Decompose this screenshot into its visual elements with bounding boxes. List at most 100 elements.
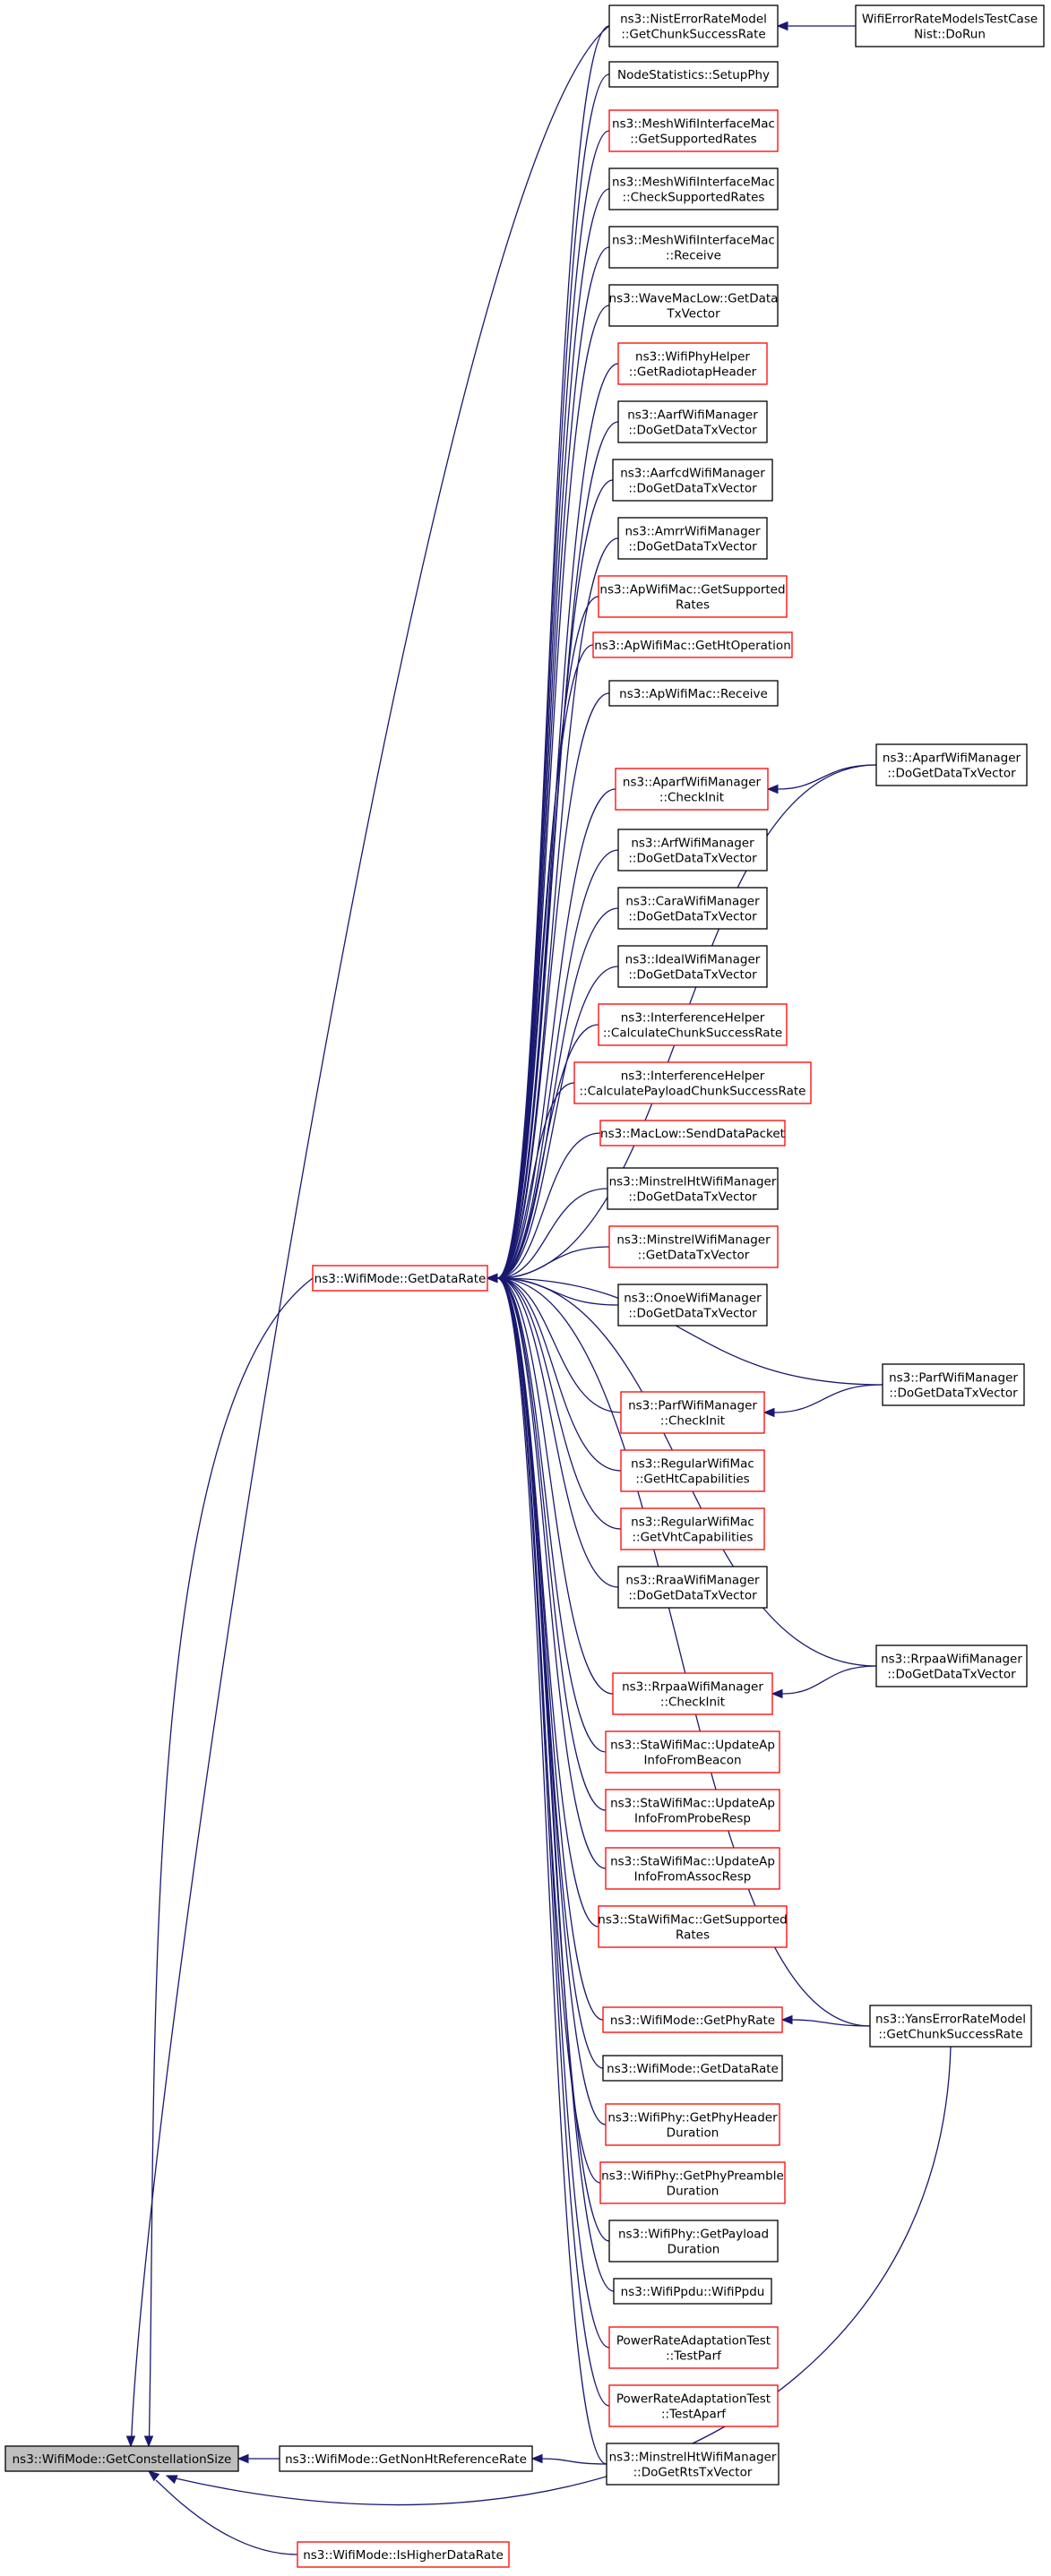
node-label: ns3::CaraWifiManager xyxy=(625,895,760,909)
node-sta4[interactable]: ns3::StaWifiMac::GetSupportedRates xyxy=(598,1905,788,1948)
node-label: ns3::RrpaaWifiManager xyxy=(881,1653,1022,1667)
node-ihcc[interactable]: ns3::InterferenceHelper::CalculateChunkS… xyxy=(598,1003,788,1046)
node-label: ::DoGetDataTxVector xyxy=(628,540,757,554)
node-aparfdo[interactable]: ns3::AparfWifiManager::DoGetDataTxVector xyxy=(875,743,1028,786)
node-label: ns3::ParfWifiManager xyxy=(628,1399,757,1413)
node-box xyxy=(620,1507,765,1550)
node-box xyxy=(608,226,779,269)
node-mesh3[interactable]: ns3::MeshWifiInterfaceMac::Receive xyxy=(608,226,779,269)
edge-nist-to-gcs xyxy=(125,25,610,2459)
node-sta2[interactable]: ns3::StaWifiMac::UpdateApInfoFromProbeRe… xyxy=(605,1789,780,1832)
node-regvht[interactable]: ns3::RegularWifiMac::GetVhtCapabilities xyxy=(620,1507,765,1550)
node-box xyxy=(620,1449,765,1492)
node-apsr[interactable]: ns3::ApWifiMac::GetSupportedRates xyxy=(598,575,788,618)
node-label: ns3::AparfWifiManager xyxy=(883,751,1021,766)
node-amrr[interactable]: ns3::AmrrWifiManager::DoGetDataTxVector xyxy=(617,517,768,560)
node-gnhtr[interactable]: ns3::WifiMode::GetNonHtReferenceRate xyxy=(279,2445,533,2472)
node-rrpaaci[interactable]: ns3::RrpaaWifiManager::CheckInit xyxy=(612,1672,773,1715)
node-gdr2[interactable]: ns3::WifiMode::GetDataRate xyxy=(602,2055,783,2082)
node-label: ::CalculatePayloadChunkSuccessRate xyxy=(579,1085,805,1099)
node-box xyxy=(617,829,768,872)
node-ppdu[interactable]: ns3::WifiPpdu::WifiPpdu xyxy=(613,2278,772,2305)
node-gphyrate[interactable]: ns3::WifiMode::GetPhyRate xyxy=(602,2006,783,2033)
node-label: ::DoGetDataTxVector xyxy=(889,1387,1018,1401)
node-label: ns3::StaWifiMac::UpdateAp xyxy=(610,1797,775,1811)
node-nist[interactable]: ns3::NistErrorRateModel::GetChunkSuccess… xyxy=(608,4,779,47)
node-box xyxy=(855,4,1045,47)
node-gdr[interactable]: ns3::WifiMode::GetDataRate xyxy=(312,1265,488,1292)
node-wave[interactable]: ns3::WaveMacLow::GetDataTxVector xyxy=(608,284,779,327)
node-box xyxy=(617,1566,768,1609)
node-minst[interactable]: ns3::MinstrelWifiManager::GetDataTxVecto… xyxy=(608,1225,779,1268)
node-label: ns3::WifiMode::GetNonHtReferenceRate xyxy=(285,2452,527,2467)
node-nodestats[interactable]: NodeStatistics::SetupPhy xyxy=(608,61,779,88)
node-prat2[interactable]: PowerRateAdaptationTest::TestAparf xyxy=(608,2384,779,2427)
node-mesh1[interactable]: ns3::MeshWifiInterfaceMac::GetSupportedR… xyxy=(608,109,779,152)
node-rrpaado[interactable]: ns3::RrpaaWifiManager::DoGetDataTxVector xyxy=(875,1644,1028,1687)
node-box xyxy=(608,2326,779,2369)
node-label: ns3::StaWifiMac::UpdateAp xyxy=(610,1855,775,1869)
node-label: ::CheckSupportedRates xyxy=(623,191,765,205)
node-label: ::TestParf xyxy=(666,2349,722,2364)
node-box xyxy=(617,945,768,988)
node-parfdo[interactable]: ns3::ParfWifiManager::DoGetDataTxVector xyxy=(882,1363,1025,1406)
node-sta3[interactable]: ns3::StaWifiMac::UpdateApInfoFromAssocRe… xyxy=(605,1847,780,1890)
edge-rrpaado-to-rrpaaci xyxy=(771,1665,877,1699)
node-arf[interactable]: ns3::ArfWifiManager::DoGetDataTxVector xyxy=(617,829,768,872)
edge-reght-to-gdr xyxy=(486,1273,622,1472)
node-box xyxy=(612,1672,773,1715)
node-parfci[interactable]: ns3::ParfWifiManager::CheckInit xyxy=(620,1391,765,1434)
node-ihdr[interactable]: ns3::WifiMode::IsHigherDataRate xyxy=(297,2541,510,2568)
edge-minhtrts-to-gnhtr xyxy=(530,2453,607,2465)
node-gcs[interactable]: ns3::WifiMode::GetConstellationSize xyxy=(4,2445,239,2472)
node-box xyxy=(875,743,1028,786)
node-cara[interactable]: ns3::CaraWifiManager::DoGetDataTxVector xyxy=(617,887,768,930)
node-rraa[interactable]: ns3::RraaWifiManager::DoGetDataTxVector xyxy=(617,1566,768,1609)
node-wphyh[interactable]: ns3::WifiPhyHelper::GetRadiotapHeader xyxy=(617,342,768,385)
node-label: ns3::AmrrWifiManager xyxy=(625,525,760,539)
edge-yans-to-gphyrate xyxy=(780,2014,871,2027)
node-box xyxy=(620,1391,765,1434)
node-box xyxy=(598,1905,788,1948)
node-box xyxy=(613,2278,772,2305)
node-box xyxy=(608,680,779,707)
node-box xyxy=(4,2445,239,2472)
edge-gdr-to-gcs xyxy=(143,1277,314,2459)
node-box xyxy=(297,2541,510,2568)
node-label: PowerRateAdaptationTest xyxy=(616,2334,771,2348)
node-box xyxy=(602,2006,783,2033)
node-label: ns3::WifiMode::GetPhyRate xyxy=(610,2014,775,2028)
node-maclow[interactable]: ns3::MacLow::SendDataPacket xyxy=(599,1120,786,1146)
node-label: ns3::InterferenceHelper xyxy=(621,1011,765,1026)
node-aarfcd[interactable]: ns3::AarfcdWifiManager::DoGetDataTxVecto… xyxy=(612,459,773,502)
node-label: ns3::OnoeWifiManager xyxy=(624,1292,762,1306)
node-box xyxy=(592,631,793,658)
node-prat1[interactable]: PowerRateAdaptationTest::TestParf xyxy=(608,2326,779,2369)
node-minhtrts[interactable]: ns3::MinstrelHtWifiManager::DoGetRtsTxVe… xyxy=(606,2443,780,2486)
node-yans[interactable]: ns3::YansErrorRateModel::GetChunkSuccess… xyxy=(869,2005,1032,2048)
node-ihcp[interactable]: ns3::InterferenceHelper::CalculatePayloa… xyxy=(573,1061,812,1104)
node-onoe[interactable]: ns3::OnoeWifiManager::DoGetDataTxVector xyxy=(617,1284,768,1327)
node-mesh2[interactable]: ns3::MeshWifiInterfaceMac::CheckSupporte… xyxy=(608,167,779,210)
node-label: ns3::RegularWifiMac xyxy=(631,1516,754,1530)
edge-sta2-to-gdr xyxy=(486,1273,607,1811)
node-apht[interactable]: ns3::ApWifiMac::GetHtOperation xyxy=(592,631,793,658)
node-label: ns3::WifiMode::GetConstellationSize xyxy=(13,2452,232,2467)
node-box xyxy=(607,1167,779,1210)
node-reght[interactable]: ns3::RegularWifiMac::GetHtCapabilities xyxy=(620,1449,765,1492)
node-minht[interactable]: ns3::MinstrelHtWifiManager::DoGetDataTxV… xyxy=(607,1167,779,1210)
node-box xyxy=(617,400,768,443)
node-label: InfoFromBeacon xyxy=(643,1754,741,1768)
node-aarf[interactable]: ns3::AarfWifiManager::DoGetDataTxVector xyxy=(617,400,768,443)
node-aprecv[interactable]: ns3::ApWifiMac::Receive xyxy=(608,680,779,707)
node-label: ::GetRadiotapHeader xyxy=(629,365,757,380)
node-label: ::GetHtCapabilities xyxy=(635,1473,749,1487)
node-ideal[interactable]: ns3::IdealWifiManager::DoGetDataTxVector xyxy=(617,945,768,988)
node-aparfci[interactable]: ns3::AparfWifiManager::CheckInit xyxy=(615,768,769,811)
node-label: ::GetChunkSuccessRate xyxy=(878,2028,1022,2042)
